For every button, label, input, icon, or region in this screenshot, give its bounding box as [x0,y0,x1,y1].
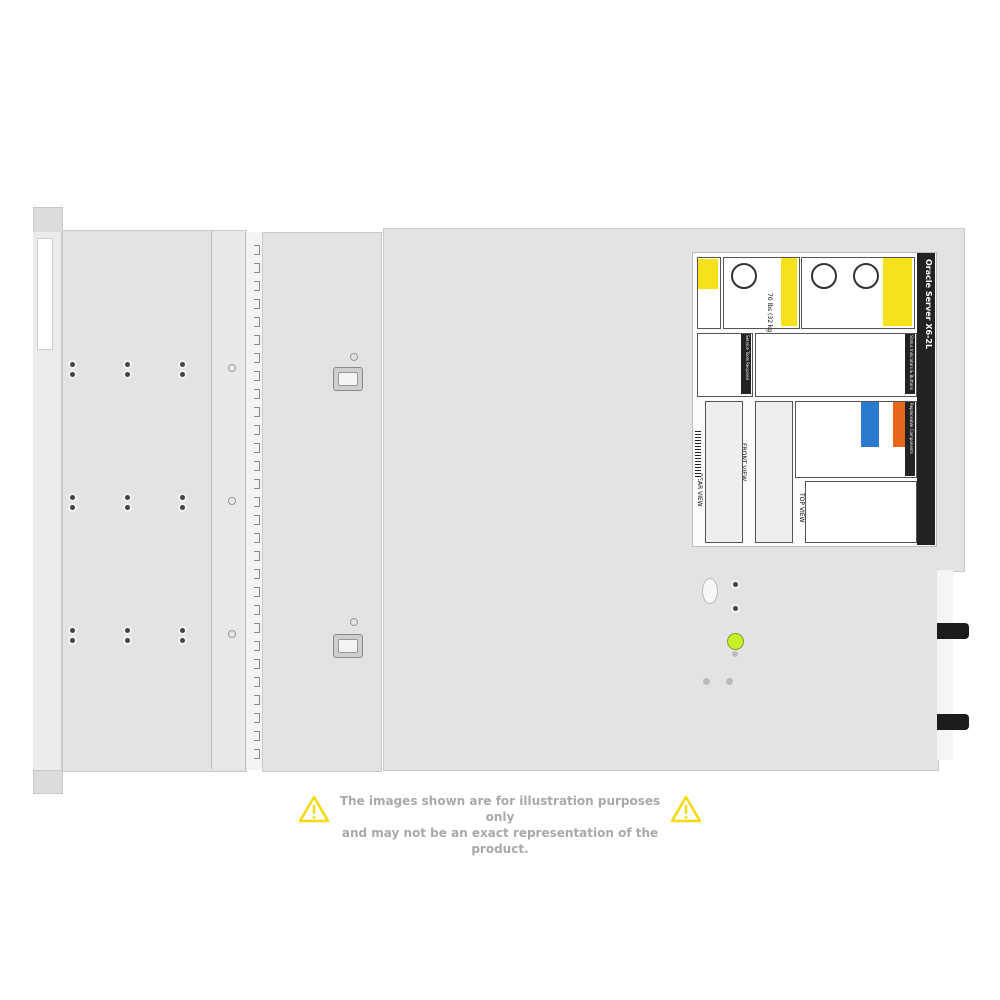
rail-notch [254,659,260,669]
psu-handle[interactable] [937,623,969,639]
rail-notch [254,425,260,435]
screw [180,505,185,510]
screw [180,495,185,500]
screw [125,628,130,633]
warning-triangle-icon [670,795,702,827]
screw [70,638,75,643]
cover-latch-handle[interactable] [333,634,363,658]
screw [180,362,185,367]
label-title: Oracle Server X6-2L [924,259,933,350]
screw [125,362,130,367]
screw [70,372,75,377]
rail-notch [254,749,260,759]
rail-notch [254,407,260,417]
rail-notch [254,515,260,525]
screw [180,638,185,643]
screw [125,495,130,500]
rail-notch [254,479,260,489]
rail-notch [254,299,260,309]
rail-notch [254,371,260,381]
rail-notch [254,497,260,507]
service-tag [37,238,53,350]
screw [70,628,75,633]
rail-notch [254,443,260,453]
rail-notch [254,641,260,651]
screw [125,638,130,643]
screw-hole [228,497,236,505]
cover-latch-handle[interactable] [333,367,363,391]
rail-notch [254,389,260,399]
screw [70,505,75,510]
main-top-cover-rear [383,569,939,771]
rack-ear-top [33,207,63,235]
screw [125,505,130,510]
screw-hole [228,630,236,638]
rail-notch [254,263,260,273]
cover-release-button[interactable] [702,578,718,604]
barcode [695,431,701,479]
psu-handle[interactable] [937,714,969,730]
screw [70,362,75,367]
service-label: Oracle Server X6-2L 70 lbs (32 kg) Statu… [692,252,937,547]
rail-notch [254,461,260,471]
rail-notch [254,587,260,597]
rail-notch [254,605,260,615]
screw [70,495,75,500]
rail-notch [254,623,260,633]
status-led [727,633,744,650]
label-weight: 70 lbs (32 kg) [766,293,773,335]
rail-notch [254,353,260,363]
label-top-view: TOP VIEW [798,493,805,523]
rail-notch [254,281,260,291]
warning-triangle-icon [298,795,330,827]
rail-notch [254,317,260,327]
rail-notch [254,695,260,705]
fan-cover-panel [262,232,382,772]
rail-notch [254,713,260,723]
rail-notch [254,731,260,741]
rack-ear-bottom [33,770,63,794]
rail-notch [254,533,260,543]
rail-notch [254,677,260,687]
screw-hole [228,364,236,372]
screw [180,372,185,377]
rail-notch [254,551,260,561]
screw [125,372,130,377]
disclaimer-text: The images shown are for illustration pu… [339,794,661,856]
rail-notch [254,245,260,255]
screw [180,628,185,633]
rail-notch [254,335,260,345]
rail-notch [254,569,260,579]
